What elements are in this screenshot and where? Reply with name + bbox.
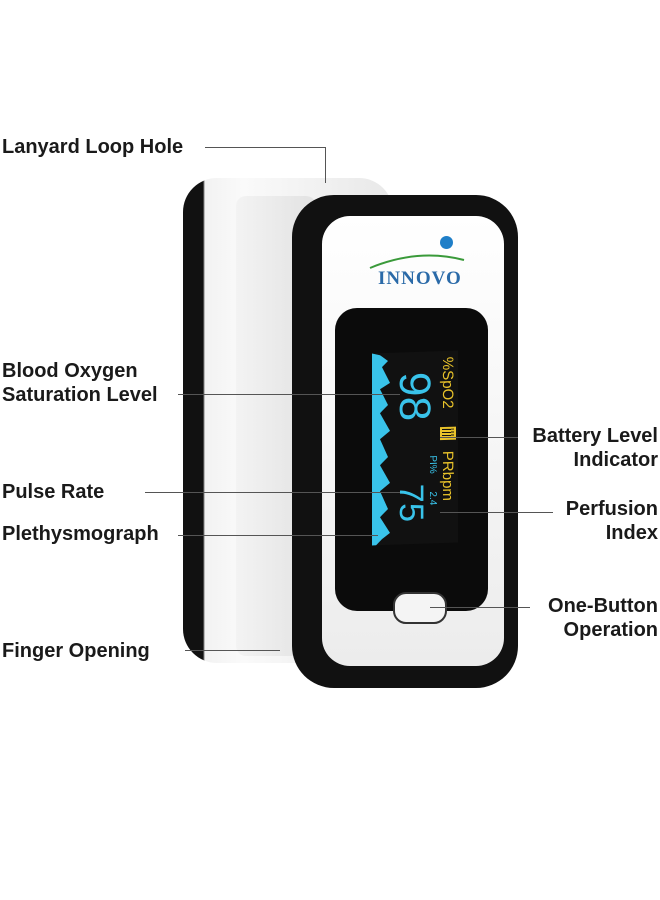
leader-line xyxy=(430,607,530,608)
brand-logo: INNOVO xyxy=(378,268,462,289)
callout-plethysmograph: Plethysmograph xyxy=(2,523,159,545)
callout-spo2-line2: Saturation Level xyxy=(2,384,158,406)
leader-line xyxy=(325,147,326,183)
plethysmograph-wave xyxy=(372,353,390,546)
callout-finger-opening: Finger Opening xyxy=(2,640,150,662)
leader-line xyxy=(440,512,553,513)
pi-label: PI% xyxy=(427,455,438,474)
logo-dot-icon xyxy=(440,236,453,249)
pr-label: PRbpm xyxy=(439,450,456,502)
leader-line xyxy=(185,650,280,651)
leader-line xyxy=(440,437,518,438)
power-button[interactable] xyxy=(393,592,447,624)
leader-line xyxy=(205,147,325,148)
callout-perfusion-line2: Index xyxy=(605,522,658,544)
callout-lanyard: Lanyard Loop Hole xyxy=(2,136,184,158)
callout-battery-line2: Indicator xyxy=(573,449,658,471)
spo2-label: %SpO2 xyxy=(439,356,456,409)
battery-icon xyxy=(440,426,456,441)
leader-line xyxy=(145,492,400,493)
callout-pulse-rate: Pulse Rate xyxy=(2,481,105,503)
spo2-value: 98 xyxy=(390,371,439,422)
callout-perfusion-line1: Perfusion xyxy=(565,498,658,520)
oled-display: %SpO2 98 PRbpm PI% 2.4 75 xyxy=(372,350,458,546)
leader-line xyxy=(178,394,400,395)
pulse-rate-value: 75 xyxy=(392,483,430,523)
callout-button-line1: One-Button xyxy=(548,595,658,617)
callout-button-line2: Operation xyxy=(563,619,658,641)
callout-battery-line1: Battery Level xyxy=(532,425,658,447)
logo-arc-icon xyxy=(369,254,465,269)
callout-spo2-line1: Blood Oxygen xyxy=(2,360,138,382)
leader-line xyxy=(178,535,378,536)
